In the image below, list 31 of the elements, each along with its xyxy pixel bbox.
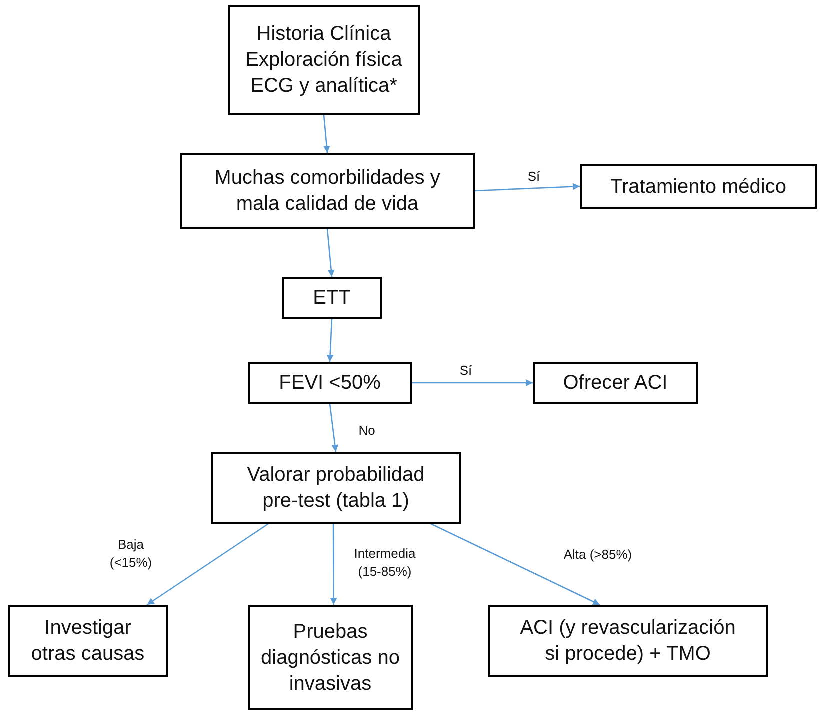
process-box: [180, 153, 475, 229]
arrow: [330, 524, 338, 605]
arrow: [146, 523, 269, 606]
box-text: ETT: [313, 286, 351, 311]
process-box: [282, 277, 382, 319]
box-text: FEVI <50%: [279, 371, 381, 396]
arrow: [430, 523, 600, 606]
box-text: Ofrecer ACI: [563, 371, 668, 396]
box-text: ACI (y revascularización si procede) + TMO: [519, 616, 737, 667]
box-text: Valorar probabilidad pre-test (tabla 1): [246, 463, 426, 514]
process-box: [488, 605, 768, 677]
arrow: [323, 114, 330, 154]
arrow: [474, 183, 580, 192]
box-text: Muchas comorbilidades y mala calidad de vida: [214, 166, 442, 217]
arrow: [329, 404, 339, 452]
process-box: [580, 164, 817, 209]
process-box: [228, 5, 420, 115]
arrow: [326, 318, 334, 362]
process-box: [8, 605, 168, 677]
arrow: [412, 380, 533, 386]
box-text: Exploración física: [246, 48, 402, 73]
box-text: Investigar otras causas: [30, 616, 146, 667]
process-box: [248, 362, 412, 404]
box-text: Pruebas diagnósticas no invasivas: [260, 620, 401, 696]
box-text: Tratamiento médico: [610, 174, 786, 200]
process-box: [248, 605, 413, 710]
arrow: [326, 228, 335, 278]
process-box: [211, 452, 461, 524]
box-text: Historia Clínica: [256, 22, 392, 47]
process-box: [533, 362, 698, 404]
box-text: ECG y analítica*: [250, 74, 398, 99]
